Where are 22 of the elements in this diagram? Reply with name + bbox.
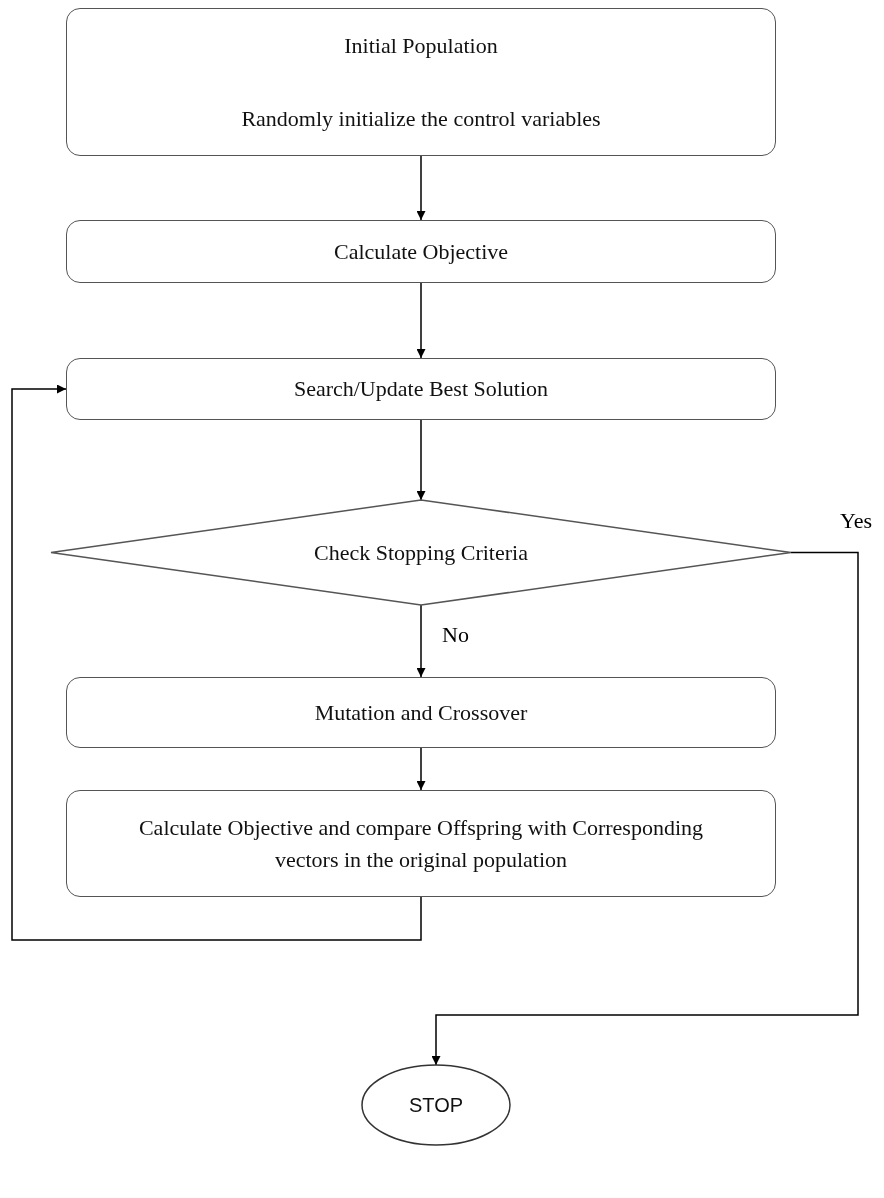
arrow — [416, 604, 426, 678]
node-text: Randomly initialize the control variables — [240, 104, 602, 133]
arrow — [11, 384, 422, 941]
arrow — [416, 282, 426, 359]
node-text: Check Stopping Criteria — [313, 538, 529, 567]
process-box — [66, 790, 776, 897]
process-box — [66, 8, 776, 156]
arrow — [416, 155, 426, 221]
process-box — [66, 358, 776, 420]
node-text: STOP — [407, 1092, 465, 1118]
node-text: Search/Update Best Solution — [292, 375, 550, 404]
process-box — [66, 220, 776, 283]
node-text: Initial Population — [343, 31, 499, 60]
node-text: Calculate Objective and compare Offspring with Corresponding vectors in the original population — [137, 813, 705, 874]
arrow — [416, 747, 426, 791]
node-text: Calculate Objective — [332, 237, 510, 266]
decision-diamond — [51, 500, 791, 605]
arrow — [431, 551, 859, 1066]
node-text: Mutation and Crossover — [313, 698, 529, 727]
process-box — [66, 677, 776, 748]
arrow — [416, 419, 426, 501]
terminal-ellipse — [362, 1065, 510, 1145]
